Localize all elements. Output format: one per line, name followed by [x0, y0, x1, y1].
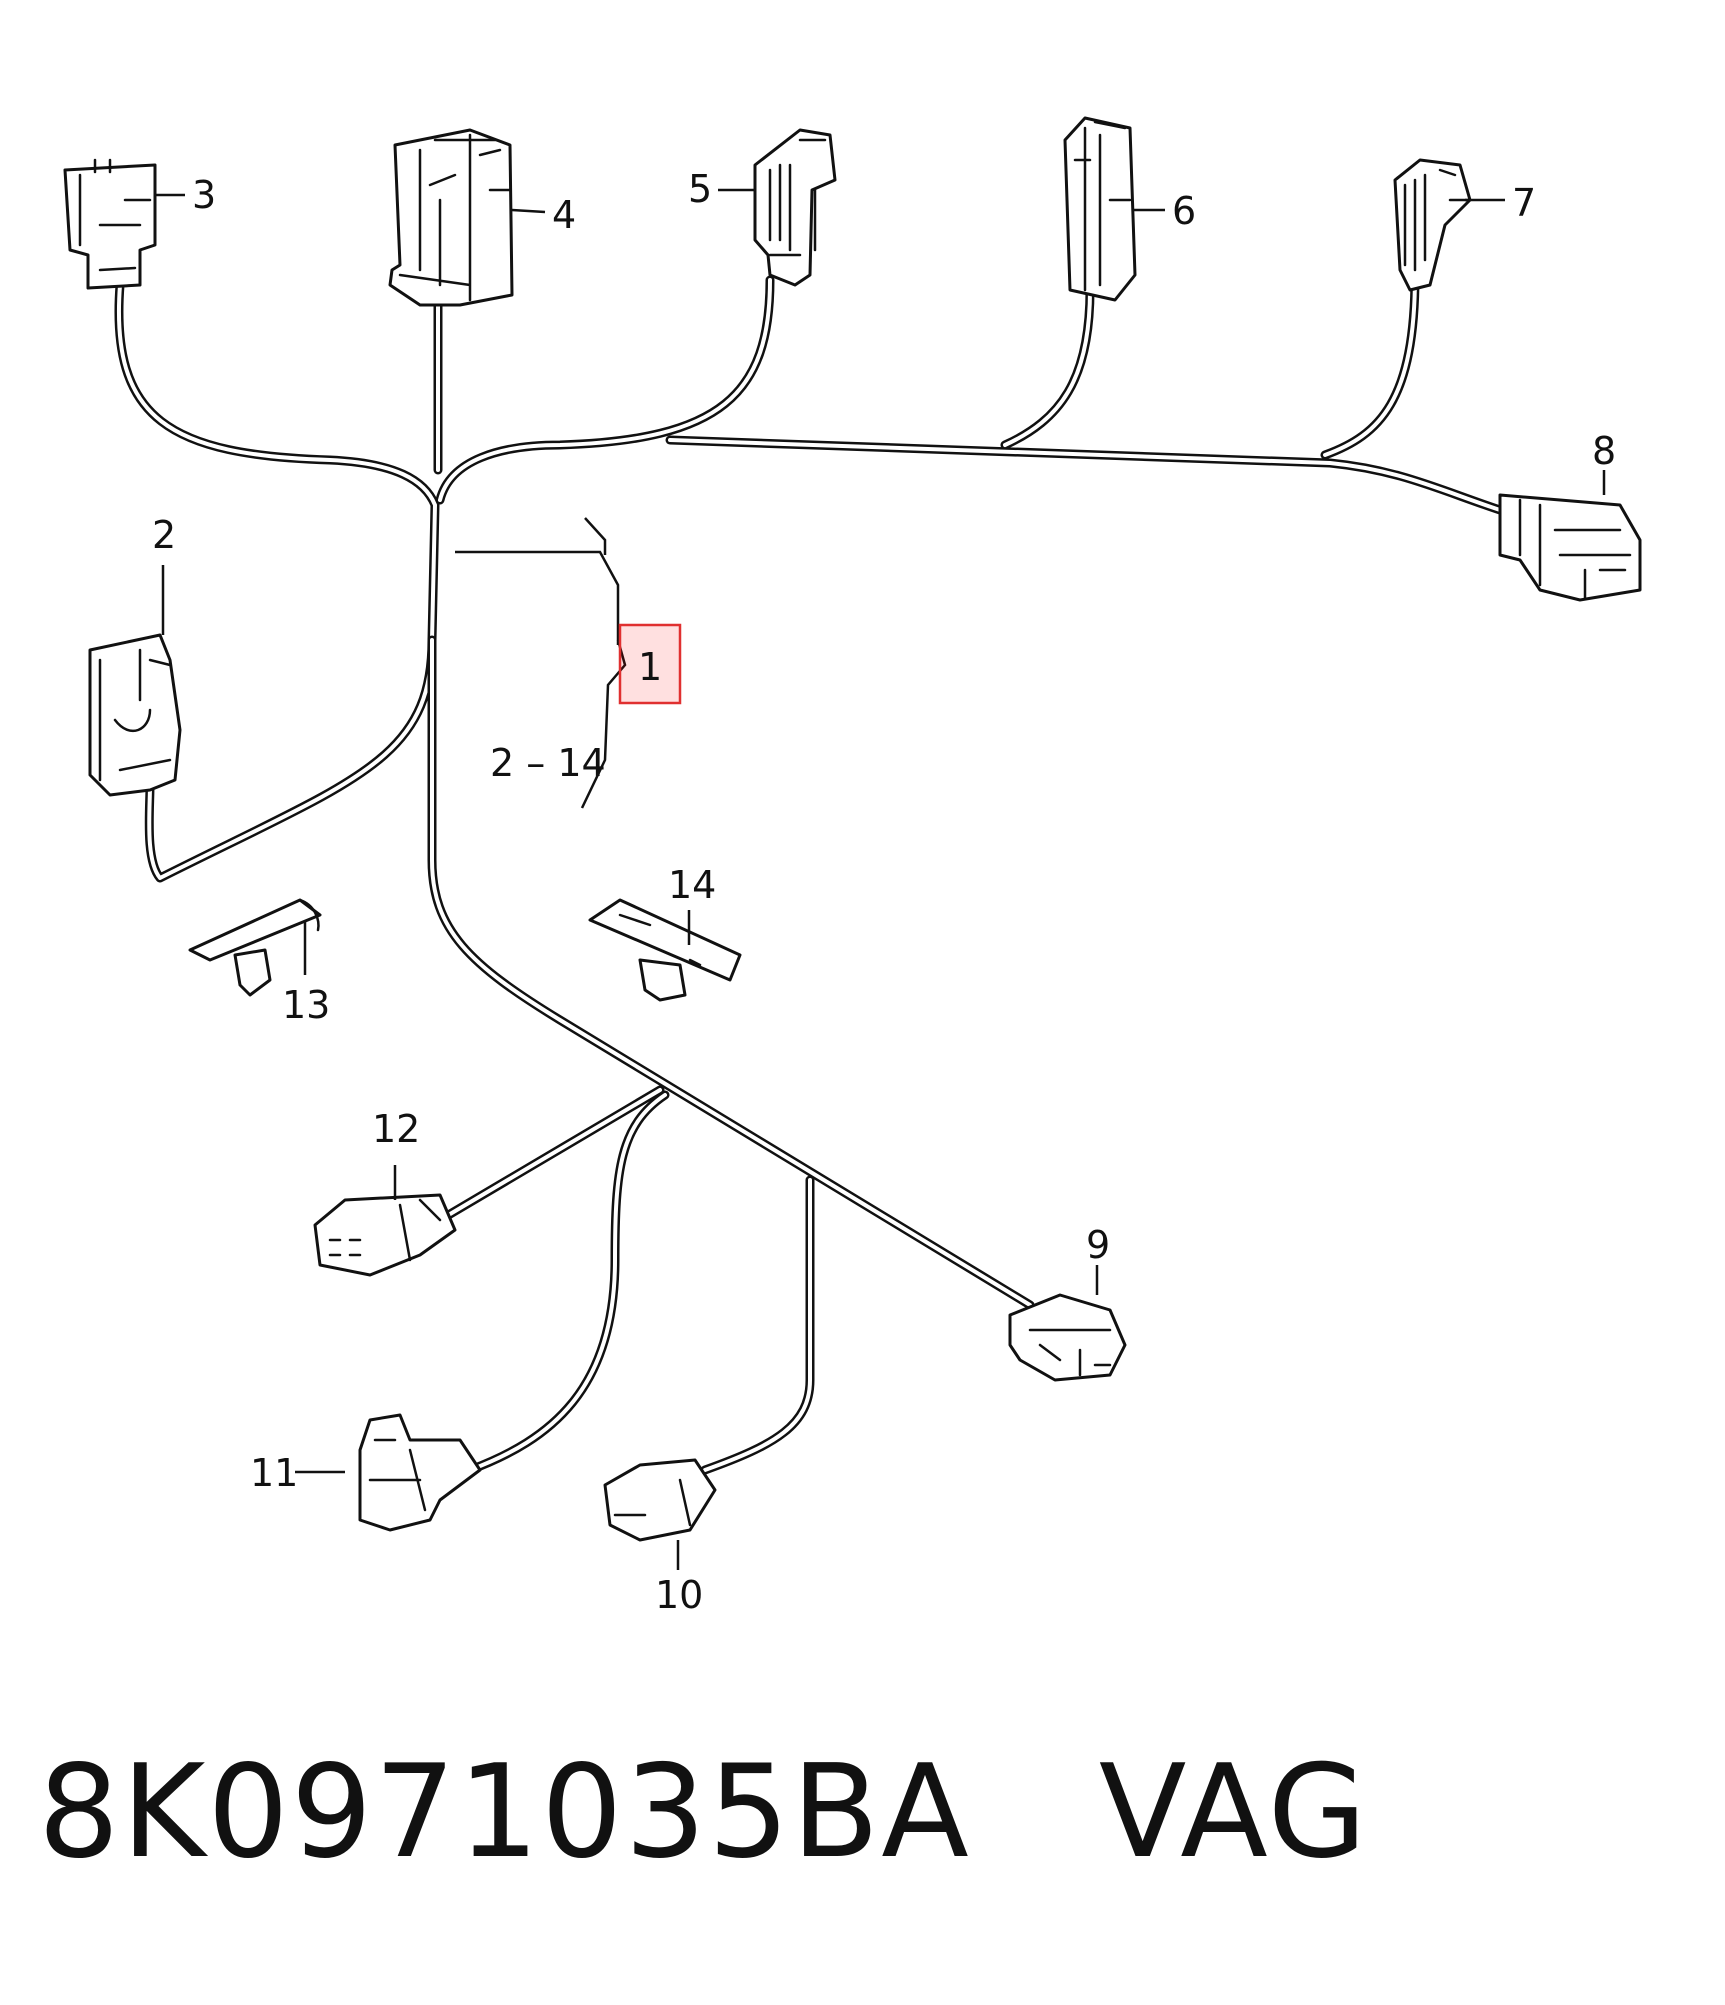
callout-labels: 1 2 3 4 5 6 7 8 9 10 11 12 13 14 2 – 14	[152, 167, 1616, 1617]
callout-3: 3	[192, 173, 216, 217]
callout-13: 13	[282, 983, 330, 1027]
connector-5	[753, 128, 837, 287]
clip-13	[188, 898, 322, 997]
callout-6: 6	[1172, 189, 1196, 233]
callout-2: 2	[152, 513, 176, 557]
callout-range: 2 – 14	[490, 741, 606, 785]
caption-gap	[971, 1738, 1099, 1887]
part-number-caption: 8K0971035BA VAG	[38, 1738, 1369, 1887]
connector-8	[1498, 493, 1642, 602]
callout-1: 1	[638, 645, 662, 689]
callout-12: 12	[372, 1107, 420, 1151]
connector-11	[358, 1413, 482, 1532]
callout-10: 10	[655, 1573, 703, 1617]
callout-9: 9	[1086, 1223, 1110, 1267]
part-number: 8K0971035BA	[38, 1738, 971, 1887]
leader-lines	[155, 188, 1606, 1570]
connector-7	[1393, 158, 1472, 292]
harness-wires	[114, 270, 1505, 1475]
brand-name: VAG	[1098, 1738, 1369, 1887]
connector-12	[313, 1193, 457, 1277]
bracket-14	[588, 898, 742, 1002]
callout-14: 14	[668, 863, 716, 907]
callout-5: 5	[688, 167, 712, 211]
callout-8: 8	[1592, 429, 1616, 473]
callout-7: 7	[1512, 181, 1536, 225]
connector-4	[388, 128, 514, 307]
callout-4: 4	[552, 193, 576, 237]
connector-3	[63, 158, 157, 290]
connector-9	[1008, 1293, 1127, 1382]
connector-2	[88, 633, 182, 797]
connector-10	[603, 1458, 717, 1542]
callout-11: 11	[250, 1451, 298, 1495]
highlight-box	[618, 623, 682, 705]
connector-6	[1063, 116, 1137, 302]
